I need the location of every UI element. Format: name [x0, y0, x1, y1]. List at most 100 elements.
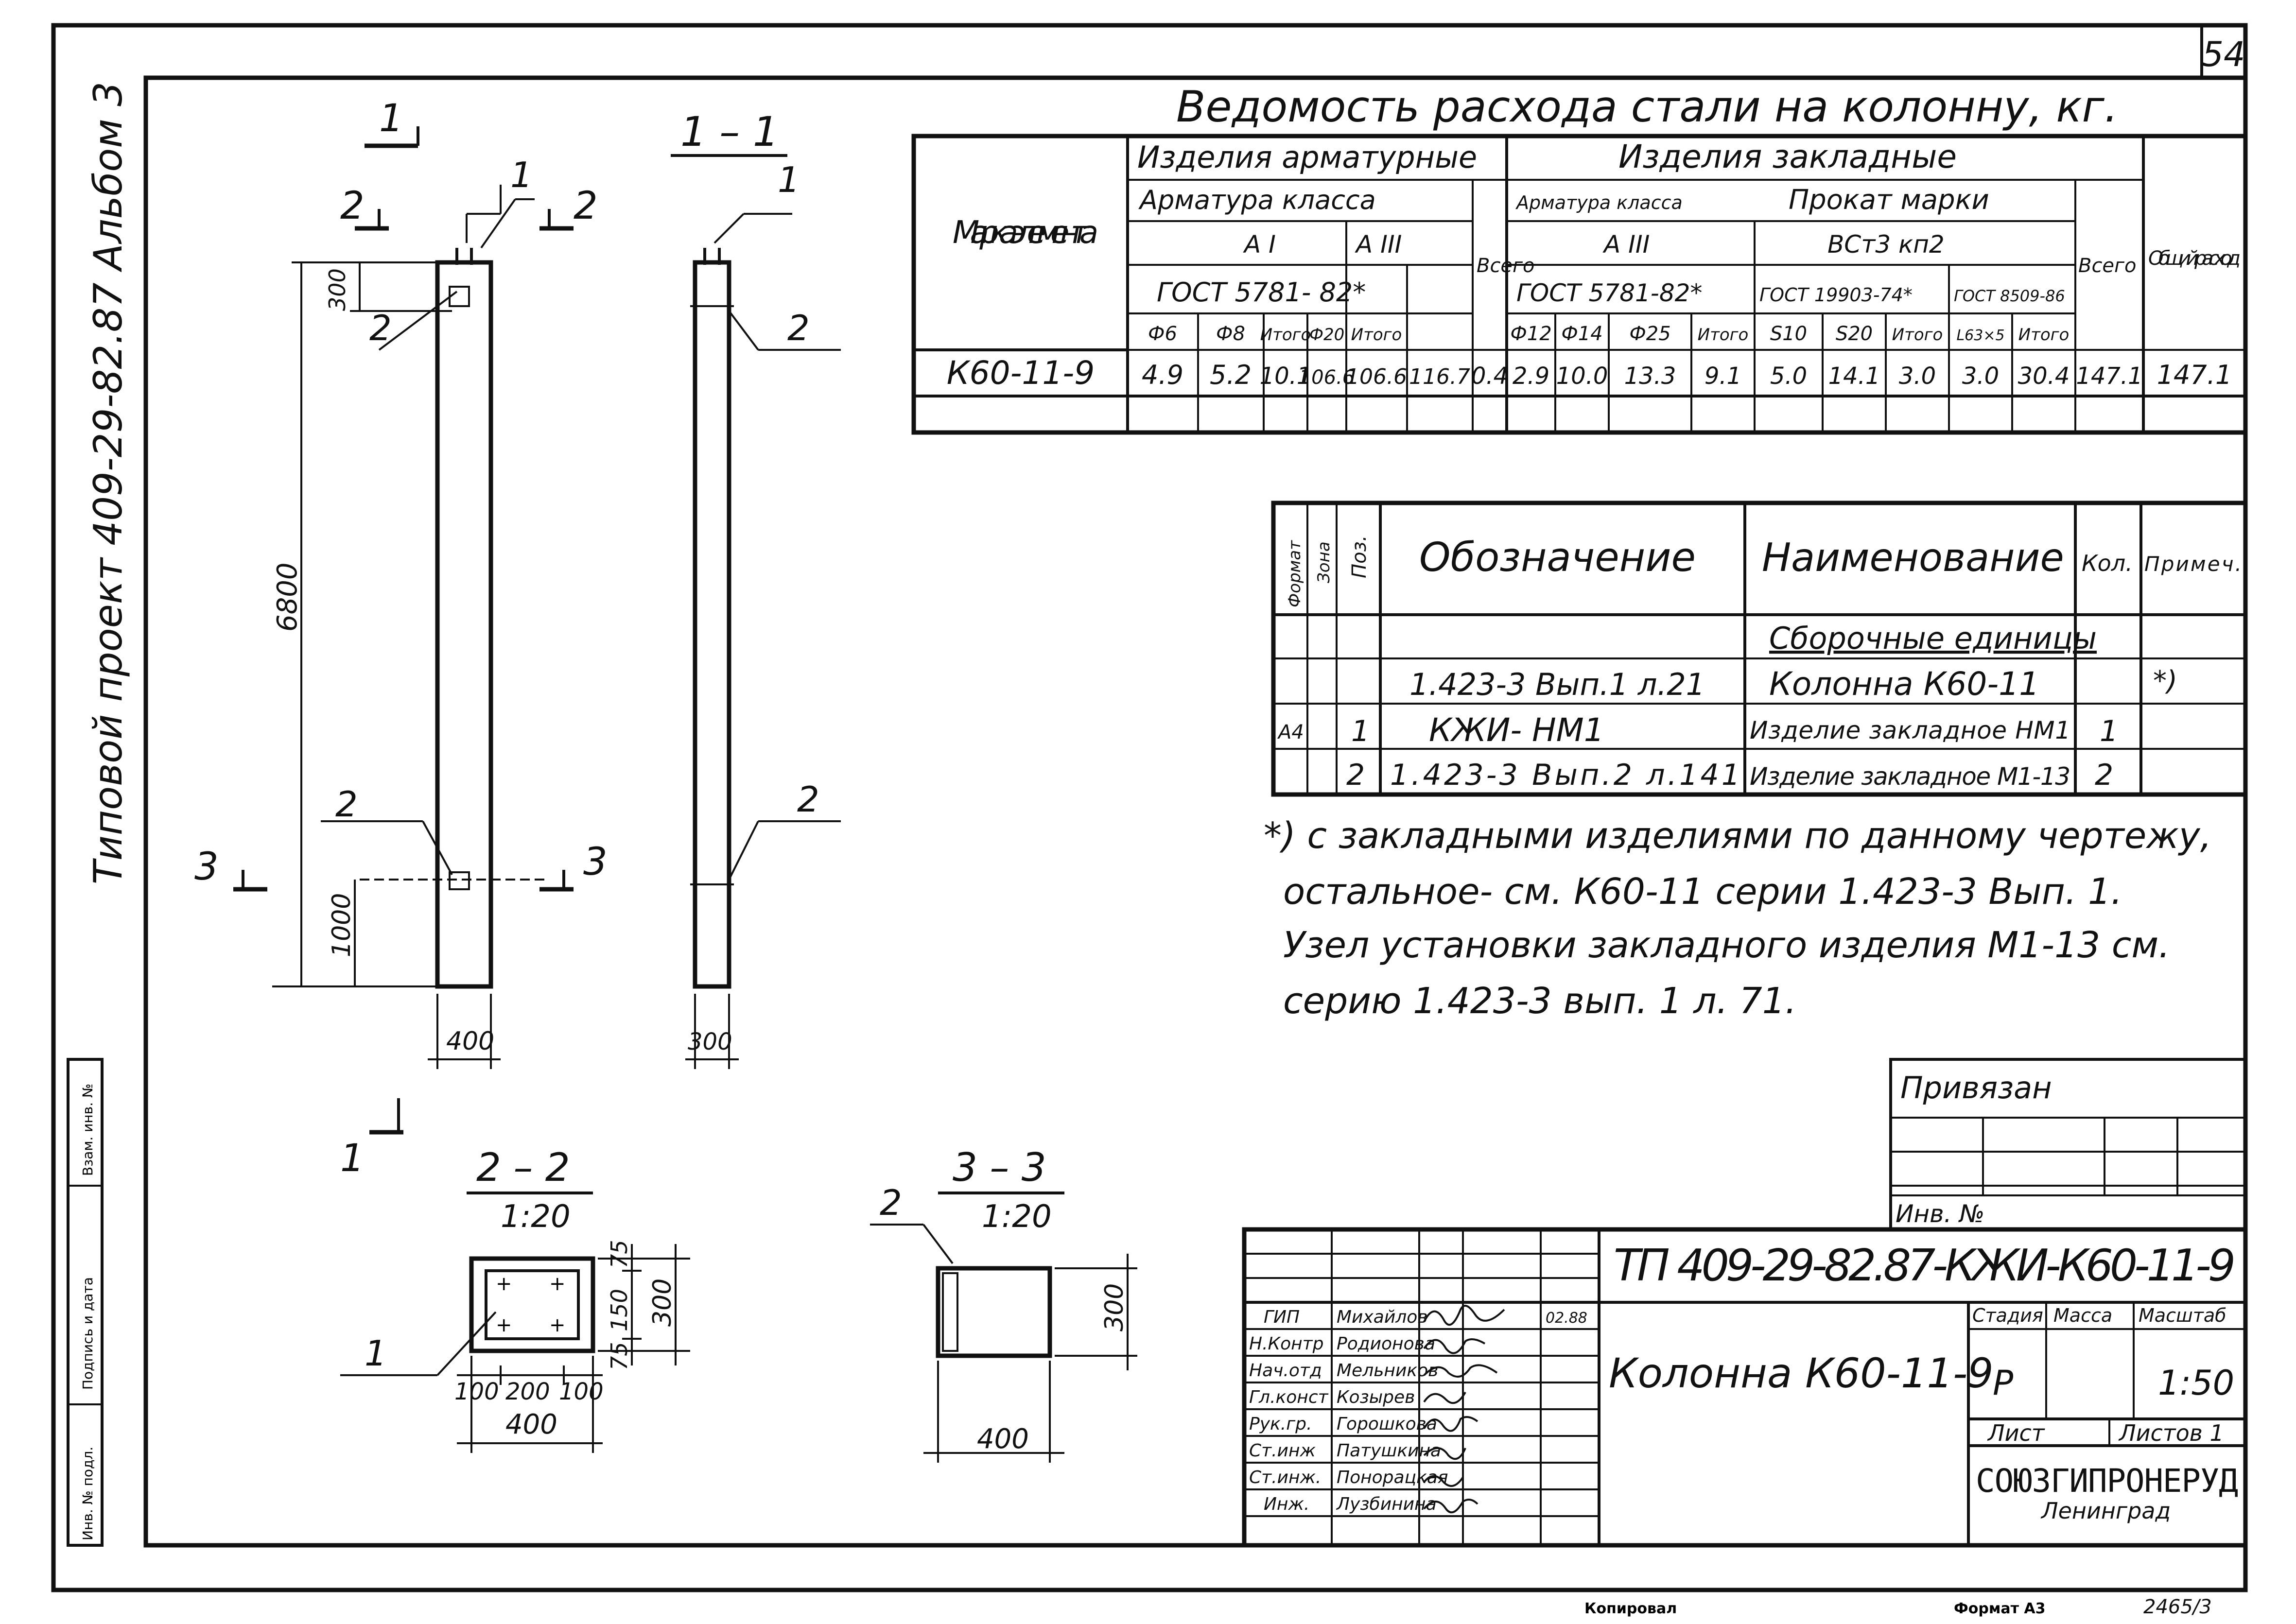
pos-2-section: 2 [880, 1182, 902, 1223]
spec-row3-qty: 2 [2095, 758, 2113, 792]
sub-total-5: Итого [2018, 325, 2070, 345]
gost-8509: ГОСТ 8509-86 [1954, 287, 2065, 305]
signature-8 [1423, 1499, 1478, 1514]
side-stamp: Инв. № подл. Подпись и дата Взам. инв. № [67, 1058, 104, 1547]
spec-h-note: Примеч. [2144, 552, 2242, 576]
staff-name-7: Понорацкая [1337, 1468, 1448, 1487]
total-b-header: Всего [2078, 255, 2137, 277]
row-total-2: 106.6 [1346, 364, 1407, 389]
row-f20: 106.6 [1299, 366, 1355, 389]
binding-label: Привязан [1900, 1070, 2052, 1106]
row-total-1: 10.1 [1260, 363, 1312, 390]
dim-100-left: 100 [454, 1378, 499, 1405]
section-3-3-drawing [870, 1224, 1137, 1463]
column-front-view [360, 185, 549, 989]
spec-row2-name: Изделие закладное НМ1 [1750, 716, 2070, 744]
bar-3: + [496, 1314, 512, 1336]
staff-role-2: Н.Контр [1249, 1334, 1323, 1354]
pos-1-front: 1 [510, 155, 533, 195]
staff-name-5: Горошкова [1337, 1414, 1437, 1434]
title-block [1242, 1227, 2248, 1548]
section-2-2-title: 2 – 2 [476, 1145, 570, 1190]
sheet-frame [51, 23, 2248, 1592]
section-cut-labels: 1 2 2 3 3 1 [194, 97, 608, 1180]
staff-role-3: Нач.отд [1249, 1361, 1322, 1381]
spec-section: Сборочные единицы [1769, 621, 2097, 656]
rebar-class-small: Арматура класса [1515, 192, 1683, 213]
binding-inv: Инв. № [1896, 1200, 1984, 1228]
spec-row1-name: Колонна К60-11 [1769, 665, 2039, 703]
steel-table [911, 134, 2248, 435]
section-3-3-scale: 1:20 [982, 1199, 1052, 1235]
row-total-5: 3.0 [1962, 363, 1999, 390]
note-line-3: Узел установки закладного изделия М1-13 … [1283, 924, 2170, 966]
pos-2-front-top: 2 [369, 308, 392, 348]
staff-role-7: Ст.инж. [1249, 1468, 1321, 1487]
steel-table-title: Ведомость расхода стали на колонну, кг. [1176, 82, 2118, 132]
row-total-4: 14.1 [1828, 363, 1880, 390]
staff-name-6: Патушкина [1337, 1441, 1441, 1461]
sub-total-2: Итого [1351, 325, 1402, 345]
class-at: А III [1602, 230, 1650, 259]
staff-role-6: Ст.инж [1249, 1441, 1316, 1461]
sub-f14: Ф14 [1561, 323, 1602, 345]
signature-6 [1423, 1447, 1466, 1460]
row-total-3: 13.3 [1624, 363, 1676, 390]
mark-header: Марка элемента [953, 215, 1098, 251]
bar-2: + [549, 1273, 566, 1295]
spec-row3-name: Изделие закладное М1-13 [1750, 762, 2070, 791]
copied-by: Копировал [1584, 1600, 1677, 1617]
notes: *) с закладными изделиями по данному чер… [1264, 815, 2211, 1022]
sub-f25: Ф25 [1629, 323, 1670, 345]
sub-f6: Ф6 [1148, 323, 1177, 345]
bar-4: + [549, 1314, 566, 1336]
row-f6: 4.9 [1142, 360, 1183, 390]
pos-2-side-bottom: 2 [797, 779, 819, 820]
spec-headers: Формат Зона Поз. Обозначение Наименовани… [1285, 535, 2242, 656]
rebar-products-header: Изделия арматурные [1137, 139, 1477, 175]
column-side-view [685, 213, 841, 1069]
sub-s20: S20 [1836, 323, 1873, 345]
sign-date: 02.88 [1546, 1310, 1587, 1327]
gost-19903: ГОСТ 19903-74* [1759, 284, 1913, 306]
signatures [1423, 1305, 1505, 1514]
row-f8: 5.2 [1210, 360, 1252, 390]
cut-2-right: 2 [574, 184, 598, 228]
row-total-rebar: 116.7 [1409, 364, 1470, 389]
position-leaders [321, 198, 535, 875]
format: Формат А3 [1954, 1600, 2046, 1617]
spec-row1-designation: 1.423-3 Вып.1 л.21 [1409, 667, 1705, 702]
section-2-2-dims: 75 150 75 300 100 200 100 400 1 [365, 1240, 677, 1440]
signature-4 [1423, 1391, 1466, 1404]
doc-code: ТП 409-29-82.87-КЖИ-К60-11-9 [1614, 1240, 2236, 1291]
staff-role-8: Инж. [1264, 1494, 1309, 1514]
row-s10: 9.1 [1705, 363, 1741, 390]
section-3-3-title: 3 – 3 [953, 1145, 1046, 1190]
row-total-embedded: 30.4 [2018, 363, 2070, 390]
embedded-products-header: Изделия закладные [1618, 138, 1957, 175]
position-labels: 1 2 2 [335, 155, 533, 825]
cut-1-bottom: 1 [340, 1137, 365, 1180]
dim-100-right: 100 [559, 1378, 604, 1405]
gost-5781: ГОСТ 5781- 82* [1157, 277, 1366, 308]
row-s20: 5.0 [1770, 363, 1807, 390]
row-l63: 3.0 [1899, 363, 1936, 390]
spec-row1-note: *) [2153, 665, 2177, 697]
row-f14: 2.9 [1513, 363, 1549, 390]
staff-role-5: Рук.гр. [1249, 1414, 1312, 1434]
dim-400: 400 [446, 1027, 494, 1056]
staff-name-4: Козырев [1337, 1387, 1415, 1407]
rebar-class-header: Арматура класса [1138, 185, 1376, 215]
pos-1-side: 1 [778, 159, 800, 200]
steel-data-row: К60-11-9 4.9 5.2 10.1 106.6 106.6 116.7 … [947, 354, 2143, 392]
grand-total-header: Общий расход [2148, 247, 2241, 270]
row-f25: 10.0 [1556, 363, 1608, 390]
signature-3 [1423, 1364, 1498, 1378]
dim-400-33: 400 [977, 1423, 1029, 1455]
spec-rows: 1.423-3 Вып.1 л.21 Колонна К60-11 *) А4 … [1277, 665, 2177, 792]
sheet-header: Лист [1987, 1420, 2045, 1446]
side-stamp-replace: Взам. инв. № [80, 1084, 96, 1176]
note-line-4: серию 1.423-3 вып. 1 л. 71. [1283, 980, 1796, 1022]
total-header: Всего [1477, 255, 1535, 277]
